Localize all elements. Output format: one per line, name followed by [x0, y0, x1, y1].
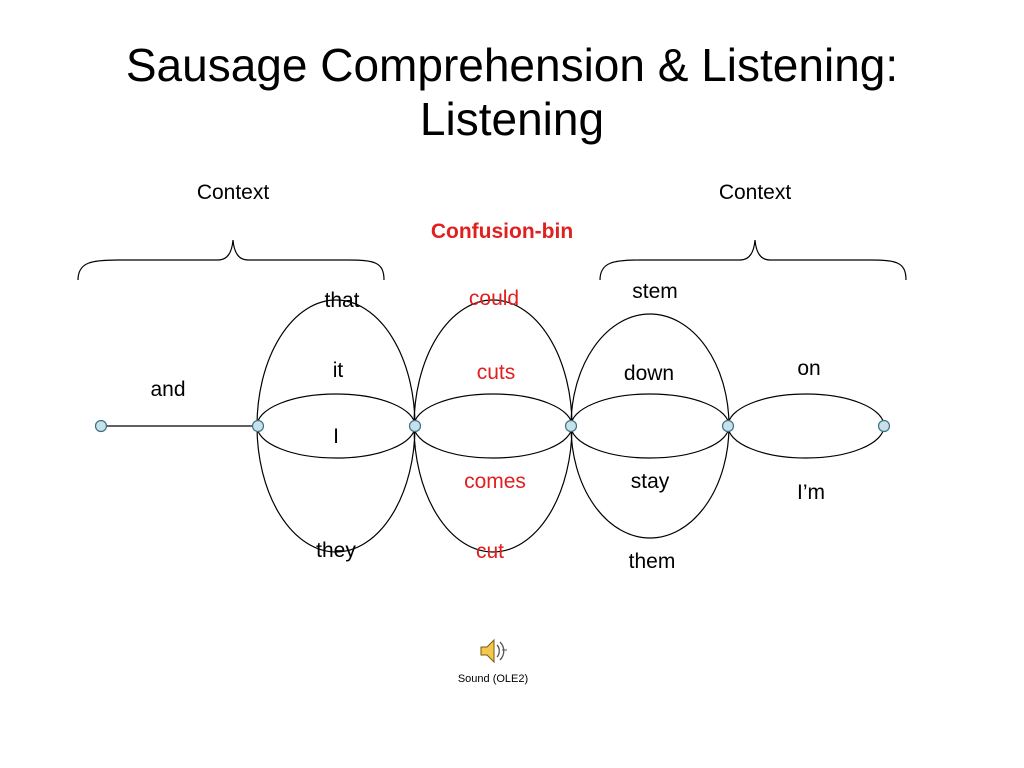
node-4 — [564, 419, 578, 433]
sound-object[interactable]: Sound (OLE2) — [451, 636, 535, 685]
segment-3-inner-ellipse — [570, 393, 730, 459]
node-1 — [94, 419, 108, 433]
word-down: down — [623, 362, 675, 385]
word-they: they — [316, 539, 356, 562]
word-that: that — [324, 289, 360, 312]
segment-3-outer-ellipse — [570, 313, 730, 539]
segment-2-inner-ellipse — [413, 393, 573, 459]
word-cut: cut — [475, 540, 505, 563]
context-label-left: Context — [196, 181, 270, 204]
word-them: them — [628, 550, 676, 573]
speaker-icon[interactable] — [478, 636, 508, 666]
context-brace-left — [77, 239, 385, 281]
context-label-right: Context — [718, 181, 792, 204]
word-stem: stem — [632, 280, 678, 303]
node-2 — [251, 419, 265, 433]
node-3 — [408, 419, 422, 433]
node-5 — [721, 419, 735, 433]
segment-2-outer-ellipse — [413, 299, 573, 553]
word-could: could — [468, 287, 520, 310]
segment-4-inner-ellipse — [727, 393, 885, 459]
node-6 — [877, 419, 891, 433]
word-on: on — [797, 357, 821, 380]
title-line-2: Listening — [419, 93, 605, 145]
slide-title: Sausage Comprehension & Listening: Liste… — [0, 38, 1024, 146]
word-it: it — [332, 359, 344, 382]
word-stay: stay — [630, 470, 670, 493]
word-i: I — [333, 425, 339, 448]
word-im: I’m — [797, 481, 825, 504]
word-comes: comes — [464, 470, 526, 493]
word-and: and — [150, 378, 186, 401]
title-line-1: Sausage Comprehension & Listening: — [125, 39, 899, 91]
word-cuts: cuts — [476, 361, 516, 384]
sound-caption: Sound (OLE2) — [457, 673, 529, 685]
nodes — [94, 419, 891, 433]
confusion-bin-label: Confusion-bin — [430, 220, 574, 243]
context-brace-right — [599, 239, 907, 281]
